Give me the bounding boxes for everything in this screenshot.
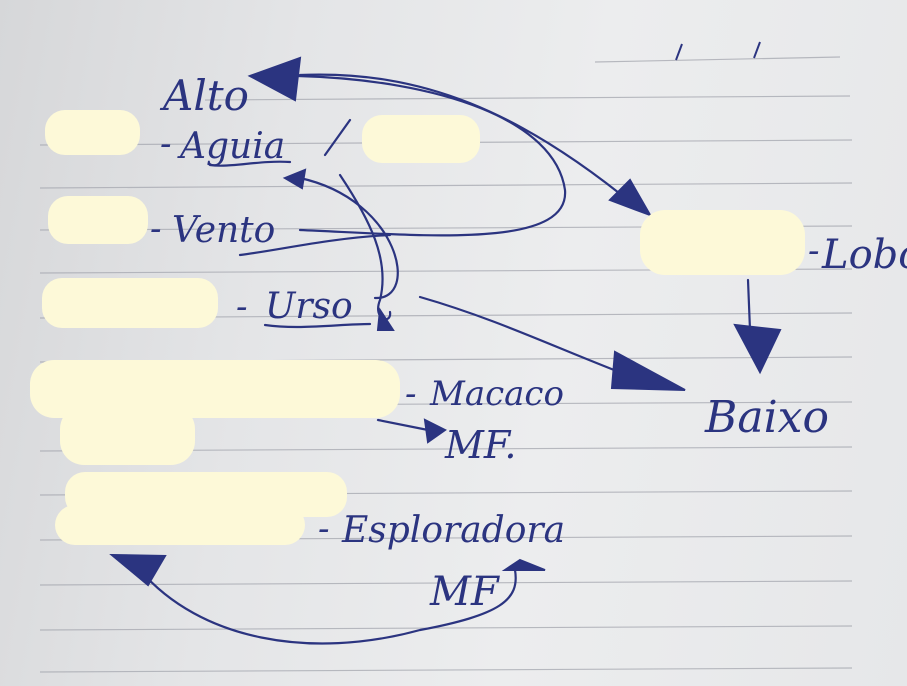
dash-macaco: - xyxy=(405,374,417,414)
arrowheads xyxy=(109,56,782,587)
arrowhead-mf xyxy=(423,418,447,444)
line-vento-underline xyxy=(238,233,392,257)
redactions xyxy=(30,110,805,545)
arrow-lobo-to-baixo xyxy=(746,278,752,332)
date-marks xyxy=(675,41,761,61)
word-baixo: Baixo xyxy=(704,392,829,443)
redaction-vento-name xyxy=(48,196,148,244)
dash-esploradora: - xyxy=(318,509,330,549)
arrowhead-aguia xyxy=(282,168,307,190)
redaction-aguia-right xyxy=(362,115,480,163)
urso-underline xyxy=(263,322,372,329)
arrowhead-alto xyxy=(247,56,302,102)
word-vento: Vento xyxy=(172,210,275,251)
curve-bottom-loop xyxy=(138,568,517,645)
dash-lobo: - xyxy=(808,231,820,271)
arrowhead-urso xyxy=(376,307,395,331)
word-mf-2: MF xyxy=(429,569,500,615)
word-alto: Alto xyxy=(159,71,249,120)
word-urso: Urso xyxy=(265,286,353,327)
curve-urso-to-aguia xyxy=(298,176,399,300)
redaction-esploradora-name-b xyxy=(55,505,305,545)
dash-vento: - xyxy=(150,209,162,249)
word-aguia: Aguia xyxy=(177,126,285,167)
word-macaco: Macaco xyxy=(429,374,564,414)
dash-aguia: - xyxy=(160,124,172,164)
redaction-macaco-name-b xyxy=(60,405,195,465)
arrow-urso-to-baixo xyxy=(418,295,642,382)
word-esploradora: Esploradora xyxy=(341,510,565,551)
redaction-lobo-name xyxy=(640,210,805,275)
aguia-underline xyxy=(208,160,292,167)
arrowhead-lobo-down xyxy=(733,323,782,375)
word-mf-1: MF. xyxy=(444,423,516,467)
redaction-macaco-name-a xyxy=(30,360,400,418)
dash-urso: - xyxy=(236,287,248,327)
arrowhead-bottom-left xyxy=(109,553,167,587)
aguia-slash xyxy=(323,118,352,157)
arrowhead-lobo-in xyxy=(608,178,653,217)
arrowhead-baixo xyxy=(610,350,686,391)
arrowhead-bottom-right xyxy=(501,558,546,571)
redaction-aguia-name xyxy=(45,110,140,155)
redaction-urso-name xyxy=(42,278,218,328)
curve-vento-to-alto xyxy=(296,74,567,237)
word-lobo: Lobo xyxy=(821,232,907,278)
